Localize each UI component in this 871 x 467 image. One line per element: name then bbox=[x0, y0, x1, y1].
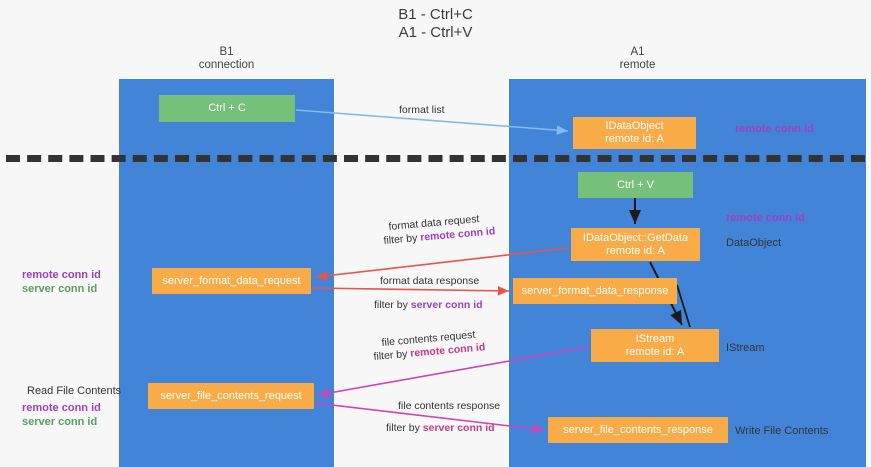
box-istream[interactable]: IStream remote id: A bbox=[591, 329, 719, 362]
annotation-remote-conn-id-mid-text: remote conn id bbox=[726, 212, 805, 224]
filter-key-server-conn-id: server conn id bbox=[422, 422, 495, 434]
box-server-file-contents-request-label: server_file_contents_request bbox=[160, 389, 302, 402]
annotation-left-remote-conn-id: remote conn id bbox=[22, 269, 101, 281]
edge-label-format-data-response: format data response bbox=[380, 275, 480, 287]
edge-label-format-data-response-filter: filter by server conn id bbox=[374, 298, 483, 312]
box-ctrl-c-label: Ctrl + C bbox=[208, 102, 246, 114]
annotation-remote-conn-id-top: remote conn id bbox=[735, 122, 814, 136]
annotation-dataobject: DataObject bbox=[726, 237, 782, 249]
title-line-1: B1 - Ctrl+C bbox=[398, 6, 473, 23]
lane-header-a1-role: remote bbox=[619, 59, 656, 71]
box-ctrl-v[interactable]: Ctrl + V bbox=[578, 172, 693, 198]
box-getdata-line2: remote id: A bbox=[606, 244, 665, 257]
annotation-left-server-conn-id: server conn id bbox=[22, 283, 98, 295]
box-idataobject-getdata[interactable]: IDataObject::GetData remote id: A bbox=[571, 228, 700, 261]
annotation-left-low-server-conn-id: server conn id bbox=[22, 416, 98, 428]
annotation-left-conn-ids-low: remote conn id server conn id bbox=[22, 401, 101, 429]
lane-header-b1-name: B1 bbox=[219, 46, 234, 58]
title-line-2: A1 - Ctrl+V bbox=[398, 24, 473, 41]
annotation-left-conn-ids-mid: remote conn id server conn id bbox=[22, 268, 101, 296]
filter-prefix: filter by bbox=[383, 231, 421, 247]
diagram-title: B1 - Ctrl+C A1 - Ctrl+V bbox=[0, 6, 871, 42]
box-getdata-line1: IDataObject::GetData bbox=[582, 231, 689, 244]
box-server-format-data-request[interactable]: server_format_data_request bbox=[152, 268, 311, 294]
box-istream-line2: remote id: A bbox=[625, 345, 685, 358]
filter-prefix: filter by bbox=[374, 299, 411, 311]
annotation-istream: IStream bbox=[726, 342, 765, 354]
box-server-file-contents-response[interactable]: server_file_contents_response bbox=[548, 417, 728, 443]
box-server-format-data-response-label: server_format_data_response bbox=[521, 284, 669, 297]
edge-label-file-contents-response-filter: filter by server conn id bbox=[386, 421, 495, 435]
annotation-remote-conn-id-top-text: remote conn id bbox=[735, 123, 814, 135]
edge-label-file-contents-response: file contents response bbox=[398, 400, 501, 412]
edge-label-format-list: format list bbox=[399, 104, 445, 116]
annotation-read-file-contents: Read File Contents bbox=[27, 385, 122, 397]
box-ctrl-c[interactable]: Ctrl + C bbox=[159, 95, 295, 122]
box-server-format-data-response[interactable]: server_format_data_response bbox=[513, 278, 677, 304]
box-ctrl-v-label: Ctrl + V bbox=[617, 178, 654, 191]
annotation-left-low-remote-conn-id: remote conn id bbox=[22, 402, 101, 414]
filter-prefix: filter by bbox=[373, 347, 411, 363]
annotation-remote-conn-id-mid: remote conn id bbox=[726, 211, 805, 225]
box-server-file-contents-request[interactable]: server_file_contents_request bbox=[148, 383, 314, 409]
box-istream-line1: IStream bbox=[635, 332, 675, 345]
box-idataobject-line1: IDataObject bbox=[605, 120, 664, 132]
filter-prefix: filter by bbox=[386, 422, 423, 434]
lane-header-a1-name: A1 bbox=[630, 46, 645, 58]
box-server-file-contents-response-label: server_file_contents_response bbox=[563, 423, 713, 436]
filter-key-server-conn-id: server conn id bbox=[410, 299, 483, 311]
annotation-write-file-contents: Write File Contents bbox=[735, 425, 829, 437]
lane-header-b1-role: connection bbox=[198, 59, 255, 71]
box-server-format-data-request-label: server_format_data_request bbox=[162, 274, 301, 287]
phase-divider-dashed-line bbox=[6, 155, 865, 162]
lane-header-a1: A1 remote bbox=[560, 46, 715, 72]
lane-header-b1: B1 connection bbox=[149, 46, 304, 72]
box-idataobject-line2: remote id: A bbox=[605, 133, 664, 145]
box-idataobject[interactable]: IDataObject remote id: A bbox=[573, 117, 696, 149]
